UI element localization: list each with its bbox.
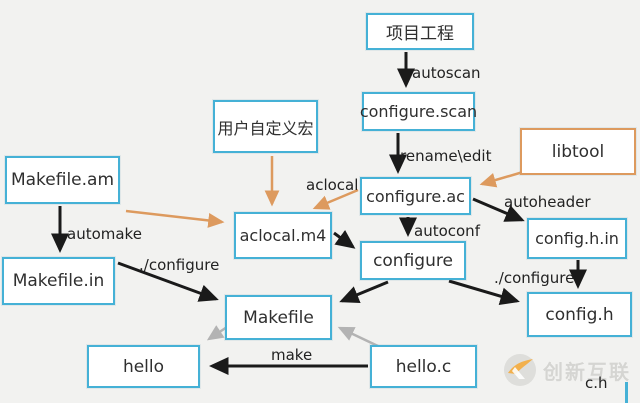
node-hello-c: hello.c	[370, 345, 477, 388]
edge-makefile-am-to-aclocal-m4	[125, 209, 225, 228]
node-aclocal-m4: aclocal.m4	[234, 212, 332, 259]
edge-label-make: make	[271, 346, 313, 364]
partial-node-c-h-label: c.h	[585, 374, 608, 392]
node-project: 项目工程	[366, 13, 474, 50]
node-configure: configure	[360, 241, 466, 280]
edge-label-autoconf: autoconf	[414, 222, 480, 240]
node-user-macros: 用户自定义宏	[213, 100, 318, 153]
edge-label-automake: automake	[67, 225, 142, 243]
edge-configure-to-makefile	[339, 280, 389, 304]
node-libtool: libtool	[520, 128, 636, 175]
node-makefile-in: Makefile.in	[2, 257, 115, 305]
edge-label-autoheader: autoheader	[504, 193, 591, 211]
edge-label-autoscan: autoscan	[412, 64, 481, 82]
watermark: 创新互联	[503, 353, 631, 387]
edge-label-configure-right: ./configure	[494, 269, 575, 287]
edge-label-aclocal: aclocal	[306, 176, 359, 194]
edge-label-configure-left: ./configure	[139, 256, 220, 274]
partial-node-c-h-border	[625, 382, 640, 403]
node-config-h-in: config.h.in	[527, 218, 627, 259]
watermark-logo-icon	[504, 354, 536, 386]
edge-label-rename-edit: rename\edit	[400, 147, 492, 165]
node-config-h: config.h	[527, 292, 632, 337]
watermark-brand-text: 创新互联	[543, 359, 631, 384]
node-hello: hello	[87, 345, 200, 388]
edge-aclocal-m4-to-configure	[333, 229, 356, 249]
node-makefile-am: Makefile.am	[5, 156, 120, 204]
node-configure-ac: configure.ac	[360, 177, 471, 215]
edge-libtool-to-configure-ac	[479, 170, 524, 188]
node-makefile: Makefile	[225, 295, 332, 340]
node-configure-scan: configure.scan	[360, 92, 477, 131]
